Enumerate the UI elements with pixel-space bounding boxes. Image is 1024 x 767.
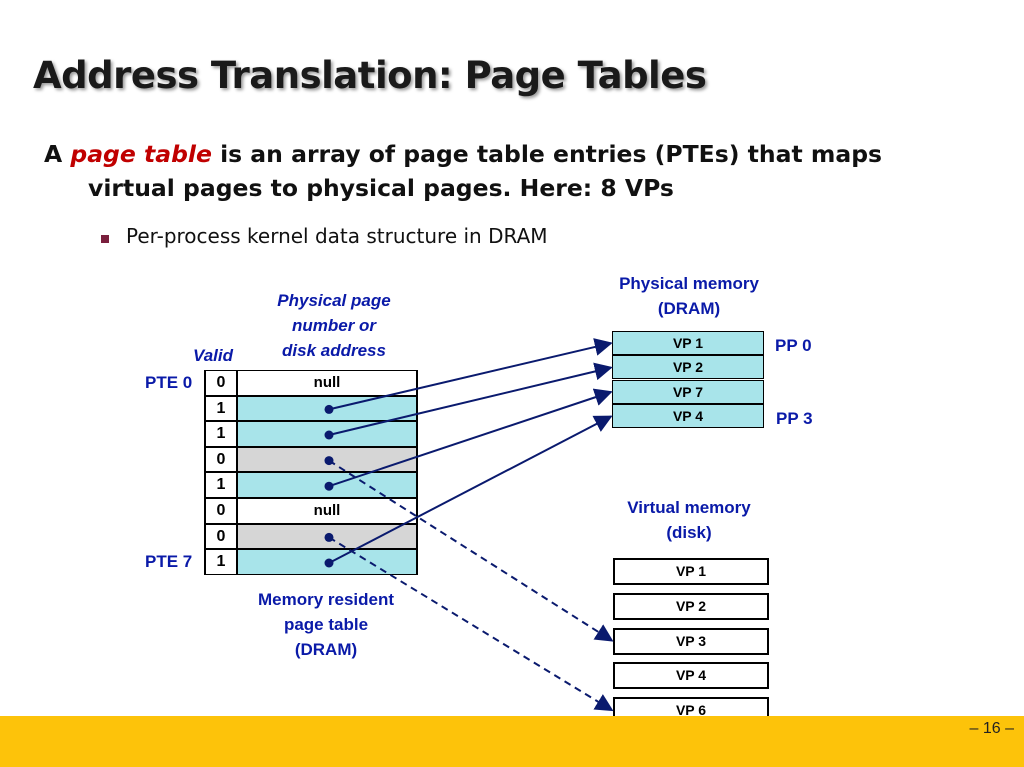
point-lead: A: [44, 140, 71, 168]
pte0-label: PTE 0: [145, 373, 193, 392]
pte7-label: PTE 7: [145, 552, 193, 571]
disk-page-1: VP 2: [613, 592, 769, 620]
ppn-header-line1: Physical page: [277, 291, 391, 310]
disk-page-2: VP 3: [613, 627, 769, 655]
virtual-memory-header: Virtual memory (disk): [596, 495, 782, 545]
footer-bar: [0, 716, 1024, 767]
disk-page-3: VP 4: [613, 662, 769, 690]
pte-valid-6: 0: [204, 523, 238, 550]
disk-page-0: VP 1: [613, 558, 769, 585]
bullet-square-icon: [101, 235, 109, 243]
virt-header-line1: Virtual memory: [627, 498, 751, 517]
pp3-label: PP 3: [776, 409, 813, 428]
pte-valid-2: 1: [204, 421, 238, 447]
page-number: – 16 –: [969, 720, 1014, 737]
pointer-dot-3: [324, 456, 334, 466]
pt-caption-line3: (DRAM): [294, 640, 358, 659]
pt-caption-line2: page table: [283, 615, 369, 634]
point-highlight: page table: [70, 140, 212, 168]
physical-page-3: VP 4: [612, 404, 764, 429]
ppn-header-line2: number or: [291, 316, 377, 335]
sub-point: Per-process kernel data structure in DRA…: [126, 224, 548, 248]
physical-page-2: VP 7: [612, 379, 764, 404]
arrow-pte-7: [328, 415, 613, 564]
ppn-header-line3: disk address: [282, 341, 386, 360]
slide-title: Address Translation: Page Tables: [33, 54, 707, 97]
valid-header: Valid: [193, 346, 233, 365]
arrow-pte-1: [328, 338, 613, 411]
pointer-dot-2: [324, 430, 334, 440]
phys-header-line1: Physical memory: [619, 274, 759, 293]
phys-header-line2: (DRAM): [657, 299, 721, 318]
ppn-header: Physical page number or disk address: [246, 288, 422, 363]
pte-address-4: [236, 472, 418, 498]
pte-address-0: null: [236, 370, 418, 396]
pp0-label: PP 0: [775, 336, 812, 355]
pointer-dot-7: [324, 558, 334, 568]
arrow-pte-3: [328, 459, 614, 642]
physical-page-1: VP 2: [612, 355, 764, 380]
pt-caption-line1: Memory resident: [257, 590, 395, 609]
pointer-dot-6: [324, 532, 334, 542]
pte-valid-7: 1: [204, 549, 238, 575]
page-table-caption: Memory resident page table (DRAM): [226, 587, 426, 662]
pointer-dot-4: [324, 481, 334, 491]
pointer-dot-1: [324, 404, 334, 414]
main-point: A page table is an array of page table e…: [44, 137, 944, 205]
pte-address-5: null: [236, 498, 418, 524]
arrow-pte-4: [328, 388, 613, 488]
pte-valid-3: 0: [204, 446, 238, 473]
virt-header-line2: (disk): [666, 523, 712, 542]
point-line1-rest: is an array of page table entries (PTEs)…: [211, 140, 883, 168]
physical-memory-header: Physical memory (DRAM): [596, 271, 782, 321]
arrow-pte-2: [328, 362, 613, 436]
physical-page-0: VP 1: [612, 331, 764, 355]
arrow-pte-6: [328, 536, 614, 712]
point-line2: virtual pages to physical pages. Here: 8…: [88, 174, 674, 202]
